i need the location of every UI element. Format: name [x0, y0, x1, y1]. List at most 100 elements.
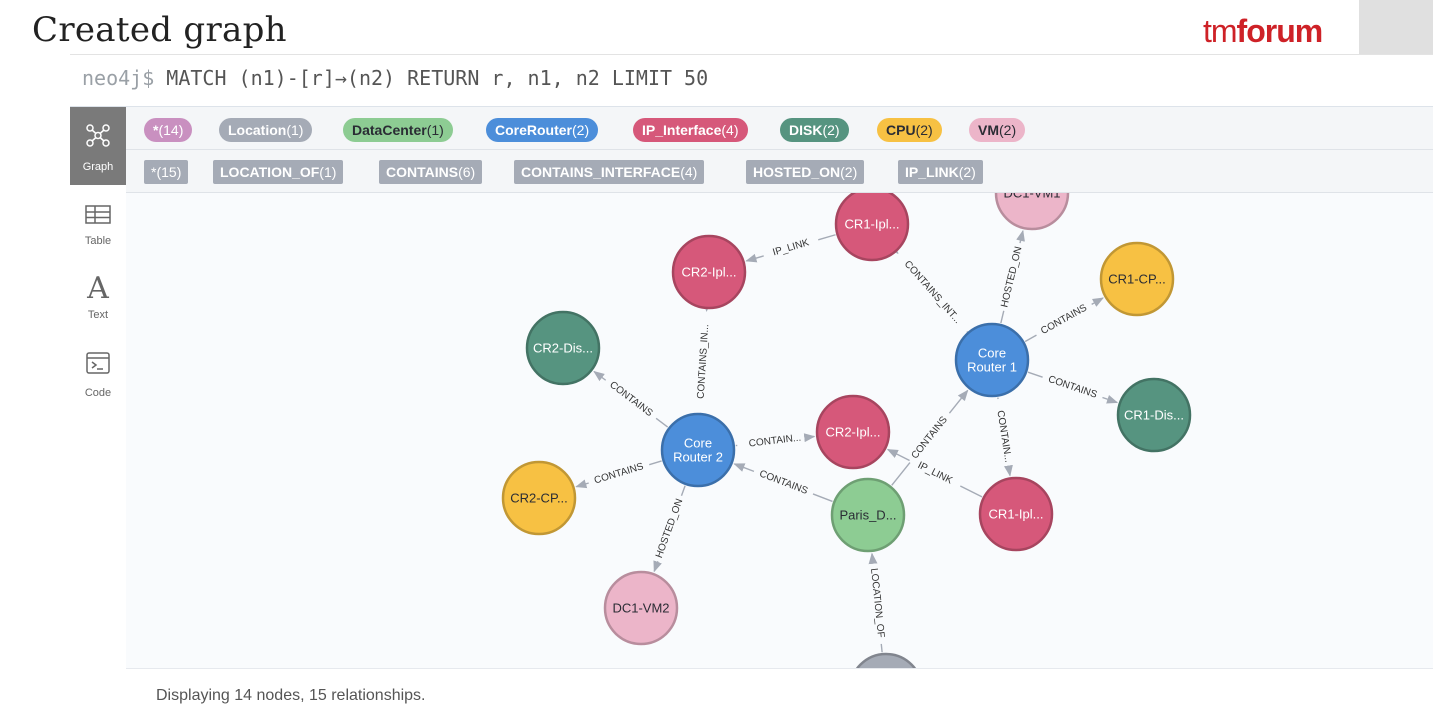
legend-label-corerouter[interactable]: CoreRouter(2) — [486, 118, 598, 142]
relationship-line[interactable] — [888, 450, 910, 461]
relationship-label: CONTAINS — [909, 414, 950, 461]
legend-label-cpu[interactable]: CPU(2) — [877, 118, 942, 142]
relationship-line[interactable] — [897, 252, 898, 253]
relationship-line[interactable] — [734, 464, 754, 471]
query-editor[interactable]: neo4j$ MATCH (n1)-[r]→(n2) RETURN r, n1,… — [70, 56, 1433, 107]
legend-label-ip-interface[interactable]: IP_Interface(4) — [633, 118, 748, 142]
relationship-edge[interactable]: CONTAINS — [1025, 298, 1103, 341]
relationship-label: CONTAINS — [1039, 302, 1089, 337]
relationship-line[interactable] — [1028, 372, 1043, 377]
relationship-edge[interactable]: HOSTED_ON — [999, 231, 1024, 323]
legend-label-datacenter[interactable]: DataCenter(1) — [343, 118, 453, 142]
legend-rel-ip-link[interactable]: IP_LINK(2) — [898, 160, 983, 184]
graph-node-cr2ip-mid[interactable]: CR2-Ipl... — [817, 396, 889, 468]
relationship-line[interactable] — [649, 461, 661, 465]
relationship-label: CONTAINS — [1047, 374, 1099, 401]
relationship-edge[interactable]: CONTAINS — [734, 464, 832, 502]
graph-node-cr1cpu[interactable]: CR1-CP... — [1101, 243, 1173, 315]
relationship-line[interactable] — [594, 372, 606, 381]
sidebar-item-text[interactable]: A Text — [70, 271, 126, 349]
relationship-line[interactable] — [881, 644, 882, 652]
graph-node-cr2[interactable]: CoreRouter 2 — [662, 414, 734, 486]
graph-node-cr2cpu[interactable]: CR2-CP... — [503, 462, 575, 534]
relationship-line[interactable] — [1001, 311, 1004, 323]
legend-label-all[interactable]: *(14) — [144, 118, 192, 142]
graph-node-loc[interactable] — [850, 654, 922, 668]
relationship-label: IP_LINK — [916, 460, 955, 487]
legend-rel-location-of[interactable]: LOCATION_OF(1) — [213, 160, 343, 184]
relationship-edge[interactable]: LOCATION_OF — [868, 554, 886, 652]
graph-node-cr2dis[interactable]: CR2-Dis... — [527, 312, 599, 384]
status-bar: Displaying 14 nodes, 15 relationships. — [126, 668, 1433, 708]
result-view-sidebar: Graph Table A Text Code — [70, 107, 126, 707]
node-caption: CR2-Ipl... — [826, 425, 881, 440]
code-icon — [84, 351, 112, 375]
relationship-line[interactable] — [818, 235, 835, 240]
relationship-edge[interactable]: CONTAIN... — [736, 433, 815, 450]
relationship-edge[interactable]: IP_LINK — [746, 235, 835, 261]
legend-label-disk[interactable]: DISK(2) — [780, 118, 849, 142]
logo-bold-text: forum — [1237, 13, 1323, 49]
legend-rel-contains[interactable]: CONTAINS(6) — [379, 160, 482, 184]
relationship-line[interactable] — [813, 494, 833, 501]
relationship-label: LOCATION_OF — [868, 568, 886, 639]
node-caption: Paris_D... — [839, 508, 896, 523]
table-icon — [84, 203, 112, 225]
text-icon: A — [70, 271, 126, 306]
relationship-line[interactable] — [872, 554, 873, 562]
relationship-edge[interactable]: CONTAINS — [1028, 372, 1117, 402]
relationship-label: HOSTED_ON — [654, 497, 685, 559]
relationship-label: HOSTED_ON — [999, 245, 1024, 308]
graph-node-cr1dis[interactable]: CR1-Dis... — [1118, 379, 1190, 451]
relationship-edge[interactable]: HOSTED_ON — [654, 486, 685, 572]
node-caption: CR2-Dis... — [533, 341, 593, 356]
relationship-line[interactable] — [949, 390, 967, 413]
legend-rel-all[interactable]: *(15) — [144, 160, 188, 184]
relationship-line[interactable] — [1025, 335, 1036, 341]
legend-label-location[interactable]: Location(1) — [219, 118, 312, 142]
relationship-label: CONTAINS — [758, 468, 810, 497]
relationship-line[interactable] — [1092, 298, 1103, 304]
node-caption: Router 2 — [673, 450, 723, 465]
sidebar-label-code: Code — [70, 387, 126, 399]
relationship-line[interactable] — [681, 486, 685, 496]
relationship-edge[interactable]: CONTAINS — [594, 372, 668, 428]
relationship-line[interactable] — [576, 483, 588, 487]
corner-block — [1359, 0, 1433, 54]
cypher-query[interactable]: MATCH (n1)-[r]→(n2) RETURN r, n1, n2 LIM… — [166, 66, 708, 90]
relationship-line[interactable] — [656, 418, 668, 427]
node-caption: CR1-Ipl... — [845, 217, 900, 232]
relationship-edge[interactable]: CONTAINS — [576, 461, 661, 487]
sidebar-label-graph: Graph — [70, 161, 126, 173]
node-caption: Router 1 — [967, 360, 1017, 375]
relationship-edge[interactable]: CONTAIN... — [994, 398, 1013, 476]
sidebar-item-table[interactable]: Table — [70, 193, 126, 271]
relationship-line[interactable] — [960, 486, 982, 497]
relationship-line[interactable] — [654, 561, 658, 571]
relationship-line[interactable] — [892, 463, 910, 486]
graph-node-cr1[interactable]: CoreRouter 1 — [956, 324, 1028, 396]
relationship-edge[interactable]: CONTAINS_IN... — [696, 311, 712, 412]
relationship-line[interactable] — [1102, 397, 1117, 402]
relationship-label: CONTAINS — [607, 380, 655, 420]
graph-node-dc1vm2[interactable]: DC1-VM2 — [605, 572, 677, 644]
graph-node-cr1ip-top[interactable]: CR1-Ipl... — [836, 188, 908, 260]
relationship-label: CONTAIN... — [994, 410, 1013, 464]
graph-node-cr1ip-bot[interactable]: CR1-Ipl... — [980, 478, 1052, 550]
sidebar-item-code[interactable]: Code — [70, 349, 126, 427]
legend-rel-contains-interface[interactable]: CONTAINS_INTERFACE(4) — [514, 160, 704, 184]
node-caption: CR2-Ipl... — [682, 265, 737, 280]
graph-node-paris[interactable]: Paris_D... — [832, 479, 904, 551]
editor-prompt: neo4j$ — [82, 66, 154, 90]
node-label-legend: *(14) Location(1) DataCenter(1) CoreRout… — [126, 107, 1433, 150]
query-text[interactable]: neo4j$ MATCH (n1)-[r]→(n2) RETURN r, n1,… — [82, 66, 708, 90]
legend-label-vm[interactable]: VM(2) — [969, 118, 1025, 142]
status-text: Displaying 14 nodes, 15 relationships. — [156, 687, 426, 705]
graph-node-cr2ip-top[interactable]: CR2-Ipl... — [673, 236, 745, 308]
relationship-line[interactable] — [746, 256, 763, 261]
sidebar-item-graph[interactable]: Graph — [70, 107, 126, 185]
relationship-edge[interactable]: CONTAINS_INT... — [897, 252, 968, 333]
node-circle[interactable] — [850, 654, 922, 668]
legend-rel-hosted-on[interactable]: HOSTED_ON(2) — [746, 160, 864, 184]
relationship-line[interactable] — [1020, 231, 1023, 243]
